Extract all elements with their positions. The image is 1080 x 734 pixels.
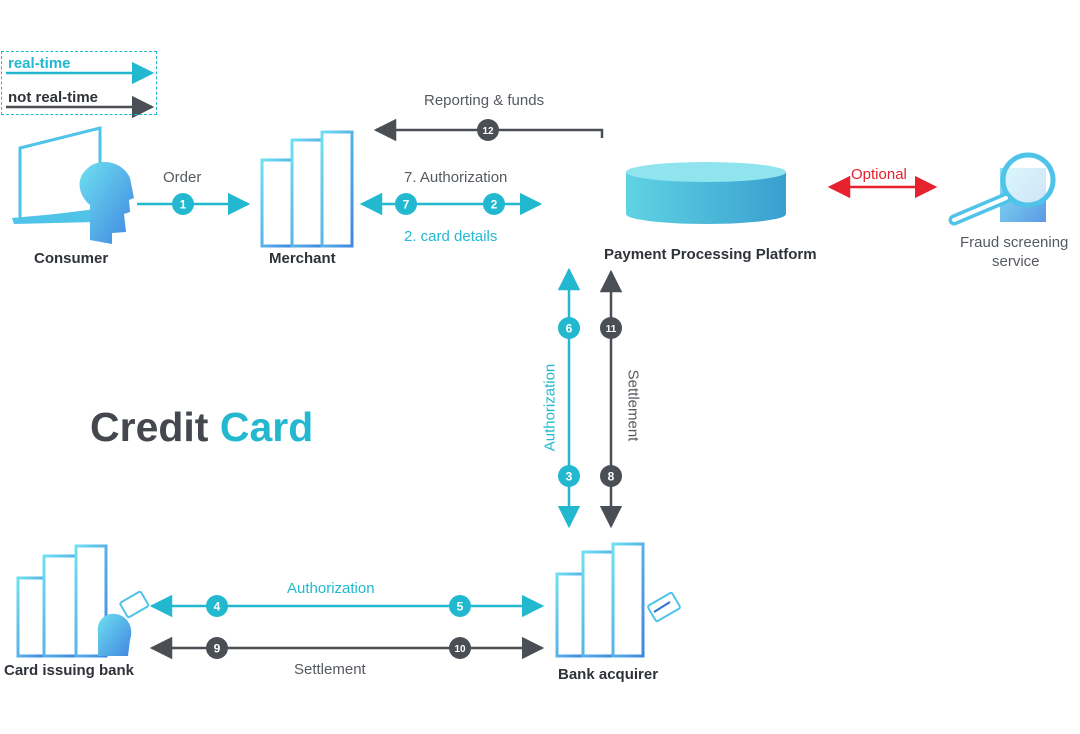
step-badge-2: 2 (483, 193, 505, 215)
acquirer-label: Bank acquirer (558, 666, 659, 683)
order-label: Order (163, 169, 202, 186)
step-badge-4: 4 (206, 595, 228, 617)
step-number: 3 (566, 470, 573, 484)
platform-label: Payment Processing Platform (604, 246, 817, 263)
legend-realtime-label: real-time (8, 55, 71, 72)
step-number: 12 (482, 126, 494, 137)
card-details-2-label: 2. card details (404, 228, 498, 245)
step-badge-9: 9 (206, 637, 228, 659)
consumer-icon (12, 126, 134, 244)
merchant-building-icon (260, 130, 354, 248)
fraud-magnifier-icon (948, 152, 1056, 226)
step-number: 1 (180, 198, 187, 212)
acquirer-building-icon (555, 542, 645, 658)
step-number: 4 (214, 600, 221, 614)
consumer-label: Consumer (34, 250, 109, 267)
issuer-building-icon (16, 544, 108, 658)
step-badge-12: 12 (477, 119, 499, 141)
legend (1, 51, 157, 115)
fraud-label-line2: service (992, 253, 1040, 270)
step-badge-6: 6 (558, 317, 580, 339)
platform-cylinder-icon (626, 162, 786, 224)
step-number: 7 (403, 198, 410, 212)
step-badge-1: 1 (172, 193, 194, 215)
step-badge-3: 3 (558, 465, 580, 487)
title-word-card: Card (219, 404, 314, 450)
step-badge-8: 8 (600, 465, 622, 487)
issuer-person-card-icon (97, 590, 150, 656)
legend-not-realtime-label: not real-time (8, 89, 99, 106)
acquirer-card-icon (647, 591, 681, 623)
step-number: 11 (606, 324, 617, 335)
diagram-title: Credit Card (90, 404, 313, 451)
reporting-funds-label: Reporting & funds (424, 92, 545, 109)
fraud-label-line1: Fraud screening (960, 234, 1069, 251)
step-badge-7: 7 (395, 193, 417, 215)
step-number: 2 (491, 198, 498, 212)
settlement-bottom-label: Settlement (294, 661, 366, 678)
step-number: 10 (454, 644, 466, 655)
authorization-bottom-label: Authorization (287, 580, 375, 597)
step-number: 9 (214, 642, 221, 656)
step-badge-5: 5 (449, 595, 471, 617)
issuer-label: Card issuing bank (4, 662, 135, 679)
step-number: 8 (608, 470, 615, 484)
authorization-vertical-label: Authorization (541, 363, 559, 452)
step-badge-10: 10 (449, 637, 471, 659)
settlement-vertical-label: Settlement (624, 369, 642, 442)
step-number: 5 (457, 600, 464, 614)
merchant-label: Merchant (269, 250, 336, 267)
reporting-funds-arrow (373, 118, 604, 142)
step-number: 6 (566, 322, 573, 336)
step-badge-11: 11 (600, 317, 622, 339)
optional-label: Optional (851, 166, 907, 183)
authorization-7-label: 7. Authorization (404, 169, 508, 186)
title-word-credit: Credit (90, 404, 209, 450)
